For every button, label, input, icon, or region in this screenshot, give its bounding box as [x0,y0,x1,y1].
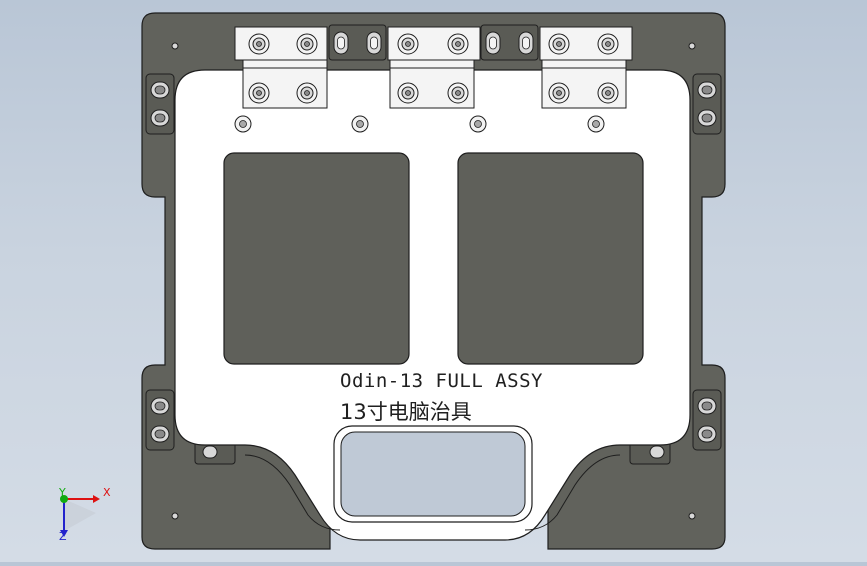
axis-x-label: X [103,486,111,499]
coordinate-triad [60,495,100,537]
slot-block-icon [328,24,539,61]
left-window [223,152,410,365]
right-window [457,152,644,365]
part-label: Odin-13 FULL ASSY [340,370,543,392]
base-hole-icon [171,42,696,520]
hinge-bracket-icon [234,26,633,109]
clamp-block-icon [145,73,722,465]
axis-z-label: Z [59,530,67,543]
part-label-cn: 13寸电脑治具 [340,400,472,424]
axis-y-label: Y [59,486,66,499]
